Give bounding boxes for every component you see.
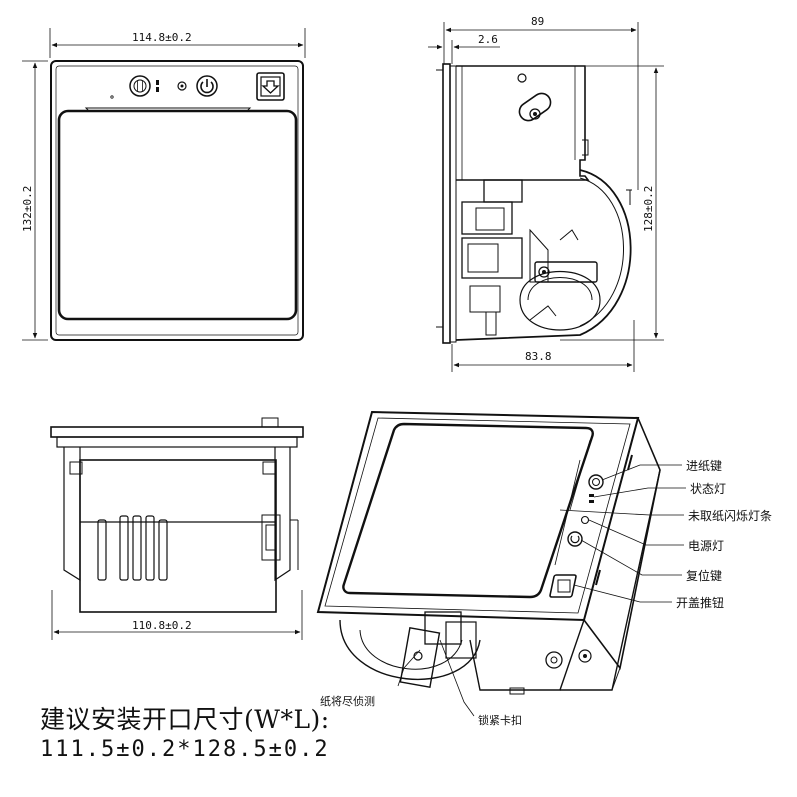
iso-cover-open-button	[549, 574, 577, 598]
side-view	[428, 22, 664, 372]
front-view	[22, 28, 306, 341]
leader-feed-button	[601, 464, 682, 481]
callout-paper-end: 纸将尽侦测	[320, 695, 375, 708]
cutout-title: 建议安装开口尺寸(W*L):	[40, 705, 330, 734]
bottom-view	[50, 417, 304, 640]
cover-open-button-front	[256, 72, 285, 101]
callout-power-light: 电源灯	[688, 539, 724, 553]
callout-status-light: 状态灯	[690, 482, 726, 496]
leader-power-light	[588, 519, 684, 546]
leader-lock-clip	[439, 639, 475, 717]
power-button-front	[196, 75, 218, 97]
feed-button-front	[129, 75, 151, 97]
front-width-label: 114.8±0.2	[132, 31, 192, 44]
front-bezel	[50, 60, 304, 341]
iso-feed-button	[588, 474, 604, 490]
leader-paper-strip	[559, 509, 684, 516]
side-depth-label: 89	[531, 15, 544, 28]
front-height-label: 132±0.2	[21, 186, 34, 232]
side-bezel-label: 2.6	[478, 33, 498, 46]
callout-cover-open: 开盖推钮	[676, 595, 724, 610]
bottom-paper-bucket	[79, 459, 277, 613]
side-bottom-depth-label: 83.8	[525, 350, 552, 363]
iso-paper-cover	[342, 422, 594, 599]
leader-status-light	[593, 487, 686, 498]
side-height-label: 128±0.2	[642, 186, 655, 232]
callout-feed-button: 进纸键	[686, 459, 722, 473]
callout-reset-button: 复位键	[686, 568, 722, 583]
leader-reset-button	[580, 539, 682, 576]
bottom-width-label: 110.8±0.2	[132, 619, 192, 632]
isometric-view	[316, 410, 686, 717]
cutout-value: 111.5±0.2*128.5±0.2	[40, 737, 330, 762]
leader-paper-end	[397, 649, 421, 687]
iso-power-button	[567, 531, 583, 547]
callout-paper-strip: 未取纸闪烁灯条	[688, 509, 772, 523]
front-paper-cover	[57, 109, 298, 321]
callout-lock-clip: 锁紧卡扣	[478, 713, 522, 727]
leader-cover-open	[573, 584, 672, 603]
